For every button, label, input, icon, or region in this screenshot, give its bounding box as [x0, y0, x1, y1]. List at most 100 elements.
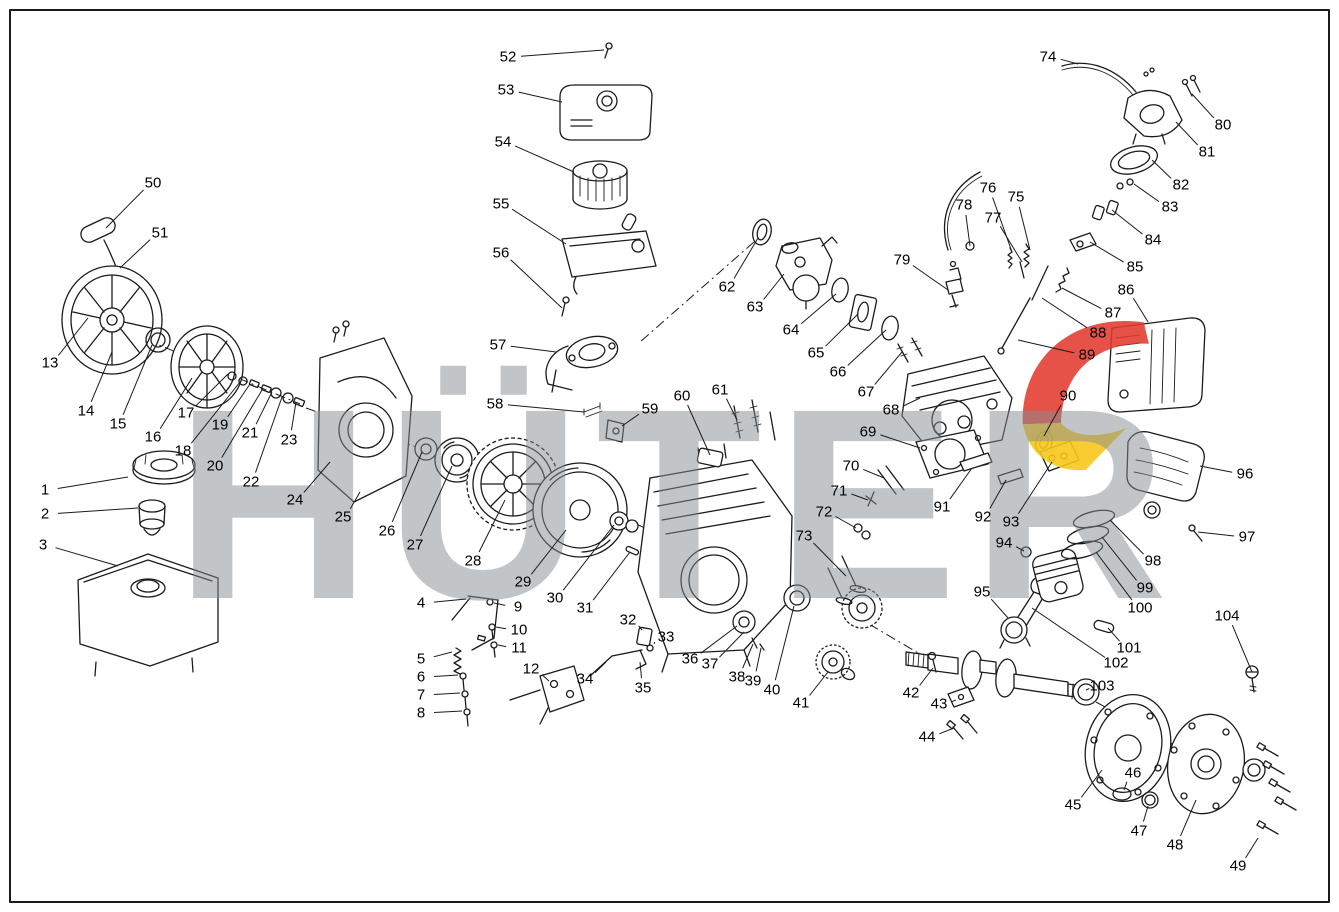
part-number-10: 10 — [510, 621, 528, 639]
part-number-99: 99 — [1136, 579, 1154, 597]
starter-rope-ring-art — [145, 327, 171, 353]
part-number-22: 22 — [242, 473, 260, 491]
fan-cover-art — [317, 320, 413, 503]
part-number-68: 68 — [882, 401, 900, 419]
governor-gear-art — [732, 610, 765, 651]
part-number-20: 20 — [206, 457, 224, 475]
part-number-70: 70 — [842, 457, 860, 475]
part-number-14: 14 — [77, 402, 95, 420]
page-frame-border — [9, 9, 1330, 903]
fuel-tank-art — [77, 553, 219, 677]
part-number-13: 13 — [41, 354, 59, 372]
part-number-97: 97 — [1238, 528, 1256, 546]
part-number-23: 23 — [280, 431, 298, 449]
part-number-2: 2 — [40, 505, 50, 523]
part-number-63: 63 — [746, 298, 764, 316]
part-number-11: 11 — [511, 639, 527, 657]
part-number-67: 67 — [857, 383, 875, 401]
camshaft-art — [815, 644, 856, 681]
part-number-37: 37 — [701, 655, 719, 673]
part-number-89: 89 — [1078, 346, 1096, 364]
part-number-8: 8 — [416, 704, 426, 722]
part-number-29: 29 — [514, 573, 532, 591]
woodruff-key-art — [625, 545, 640, 556]
part-number-81: 81 — [1198, 143, 1216, 161]
tank-cap-art — [132, 450, 196, 485]
part-number-94: 94 — [995, 534, 1013, 552]
part-number-72: 72 — [815, 503, 833, 521]
part-number-50: 50 — [144, 174, 162, 192]
part-number-87: 87 — [1104, 304, 1122, 322]
part-number-31: 31 — [576, 599, 594, 617]
part-number-71: 71 — [830, 482, 848, 500]
part-number-18: 18 — [174, 442, 192, 460]
part-number-88: 88 — [1089, 324, 1107, 342]
muffler-cover-art — [1126, 431, 1205, 519]
part-number-26: 26 — [378, 522, 396, 540]
part-number-102: 102 — [1103, 654, 1129, 672]
coil-gasket-art — [1110, 145, 1158, 175]
part-number-38: 38 — [728, 668, 746, 686]
piston-art — [1032, 548, 1084, 603]
part-number-83: 83 — [1161, 198, 1179, 216]
part-number-30: 30 — [546, 589, 564, 607]
part-number-54: 54 — [494, 133, 512, 151]
part-number-92: 92 — [974, 508, 992, 526]
part-number-25: 25 — [334, 508, 352, 526]
part-number-43: 43 — [930, 695, 948, 713]
part-number-21: 21 — [241, 424, 259, 442]
part-number-4: 4 — [416, 594, 426, 612]
part-number-82: 82 — [1172, 176, 1190, 194]
part-number-45: 45 — [1064, 796, 1082, 814]
part-number-75: 75 — [1007, 188, 1025, 206]
part-number-80: 80 — [1214, 116, 1232, 134]
part-number-91: 91 — [933, 498, 951, 516]
part-number-28: 28 — [464, 552, 482, 570]
part-number-3: 3 — [38, 536, 48, 554]
rod-bearing-art — [1072, 678, 1100, 706]
part-number-41: 41 — [792, 694, 810, 712]
part-number-65: 65 — [807, 344, 825, 362]
cylinder-head-art — [901, 355, 1013, 455]
part-number-56: 56 — [492, 244, 510, 262]
part-number-101: 101 — [1116, 639, 1142, 657]
part-number-60: 60 — [673, 387, 691, 405]
part-number-33: 33 — [657, 628, 675, 646]
part-number-24: 24 — [286, 491, 304, 509]
part-number-55: 55 — [492, 195, 510, 213]
part-number-84: 84 — [1144, 231, 1162, 249]
part-number-36: 36 — [681, 650, 699, 668]
cover-bolts-art — [1256, 742, 1297, 835]
part-number-15: 15 — [109, 415, 127, 433]
part-number-40: 40 — [763, 681, 781, 699]
part-number-16: 16 — [144, 428, 162, 446]
part-number-86: 86 — [1117, 281, 1135, 299]
part-number-100: 100 — [1127, 599, 1153, 617]
part-number-78: 78 — [955, 196, 973, 214]
fuel-filter-art — [138, 499, 166, 536]
intake-manifold-art — [545, 335, 619, 418]
cover-gasket-art — [1112, 787, 1159, 809]
part-number-32: 32 — [619, 611, 637, 629]
part-number-103: 103 — [1089, 677, 1115, 695]
part-number-19: 19 — [211, 416, 229, 434]
part-number-59: 59 — [641, 400, 659, 418]
part-number-12: 12 — [522, 660, 540, 678]
oil-seal-art — [783, 584, 811, 612]
connecting-rod-art — [999, 576, 1050, 649]
timing-gear-art — [841, 587, 883, 629]
part-number-1: 1 — [40, 481, 50, 499]
part-number-64: 64 — [782, 321, 800, 339]
governor-linkage-art — [451, 595, 654, 727]
side-cover-art — [1166, 713, 1266, 815]
spark-plug-art — [945, 260, 964, 308]
part-number-49: 49 — [1229, 857, 1247, 875]
part-number-79: 79 — [893, 251, 911, 269]
part-number-42: 42 — [902, 684, 920, 702]
part-number-93: 93 — [1002, 513, 1020, 531]
part-number-52: 52 — [499, 48, 517, 66]
part-number-17: 17 — [177, 404, 195, 422]
part-number-61: 61 — [711, 381, 729, 399]
part-number-85: 85 — [1126, 258, 1144, 276]
